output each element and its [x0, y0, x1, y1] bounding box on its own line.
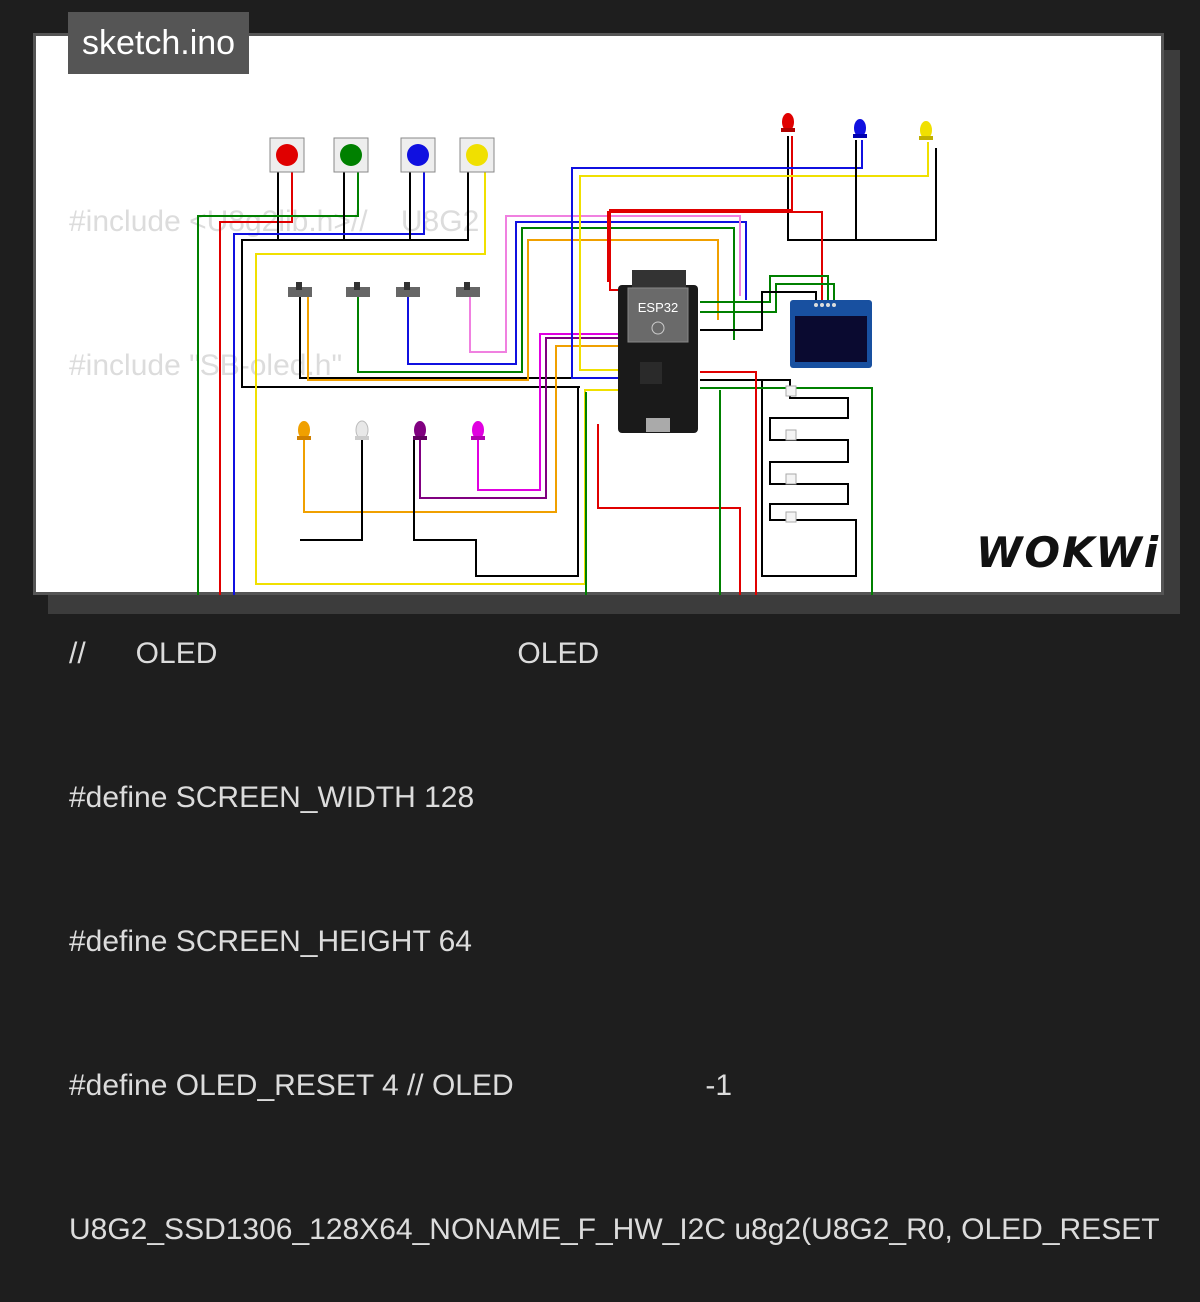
push-button-red — [269, 137, 305, 173]
wokwi-logo: WOKWi — [976, 528, 1161, 577]
oled-display — [790, 300, 872, 368]
code-line-1: #include <U8g2lib.h>// U8G2 — [69, 205, 480, 238]
wire-oled-gnd — [700, 291, 817, 331]
file-tab[interactable]: sketch.ino — [68, 12, 250, 74]
push-button-yellow — [459, 137, 495, 173]
wire-led-ground — [300, 440, 363, 541]
wire-top-led-yellow — [579, 142, 929, 371]
neopixel-3 — [785, 473, 797, 485]
led-white — [355, 420, 369, 440]
code-line-5: #define SCREEN_WIDTH 128 — [69, 781, 475, 814]
code-line-7: #define OLED_RESET 4 // OLED -1 — [69, 1069, 733, 1102]
wire-green-button — [197, 170, 359, 595]
wire-black-button-4 — [278, 170, 469, 241]
wire-switch-green — [357, 227, 735, 373]
led-red-top — [781, 113, 795, 132]
wire-switch-orange — [307, 239, 719, 381]
wire-red-button — [219, 170, 293, 595]
wire-led-purple — [419, 337, 620, 499]
wire-oled-vcc — [607, 211, 823, 300]
wire-led-magenta — [477, 333, 620, 491]
code-line-8: U8G2_SSD1306_128X64_NONAME_F_HW_I2C u8g2… — [69, 1213, 1160, 1246]
led-orange — [297, 421, 311, 440]
wire-pixel-green — [700, 387, 873, 595]
slide-switch-4 — [456, 282, 480, 297]
wire-switch-1 — [299, 297, 580, 379]
wire-switch-pink — [469, 215, 741, 353]
slide-switch-2 — [346, 282, 370, 297]
esp32-label: ESP32 — [638, 300, 678, 315]
push-button-blue — [400, 137, 436, 173]
led-blue-top — [853, 119, 867, 138]
wire-pixel-red-2 — [700, 371, 757, 595]
led-yellow-top — [919, 121, 933, 140]
code-line-4: // OLED OLED — [69, 637, 600, 670]
esp32-board: ESP32 — [618, 270, 698, 433]
wire-oled-sda — [700, 275, 829, 303]
wire-blue-button — [233, 170, 425, 595]
push-button-green — [333, 137, 369, 173]
wire-led-orange — [303, 345, 620, 513]
wire-pixel-chain — [700, 379, 857, 577]
wire-oled-scl — [700, 283, 835, 313]
neopixel-2 — [785, 429, 797, 441]
wire-top-led-red — [609, 136, 793, 291]
wire-yellow-button — [255, 170, 620, 585]
wire-pixel-red — [597, 424, 741, 595]
neopixel-4 — [785, 511, 797, 523]
led-purple — [413, 421, 427, 440]
neopixel-1 — [785, 385, 797, 397]
wire-switch-blue — [407, 221, 747, 365]
code-line-6: #define SCREEN_HEIGHT 64 — [69, 925, 472, 958]
slide-switch-3 — [396, 282, 420, 297]
code-line-2: #include "SB-oled.h" — [69, 349, 343, 382]
slide-switch-1 — [288, 282, 312, 297]
wire-led-ground-2 — [413, 388, 579, 577]
wire-top-led-blue — [571, 140, 863, 379]
wire-top-led-ground — [787, 136, 937, 241]
code-preview: #include <U8g2lib.h>// U8G2 #include "SB… — [69, 102, 1160, 1302]
circuit-diagram: ESP32 — [197, 113, 937, 595]
led-magenta — [471, 421, 485, 440]
